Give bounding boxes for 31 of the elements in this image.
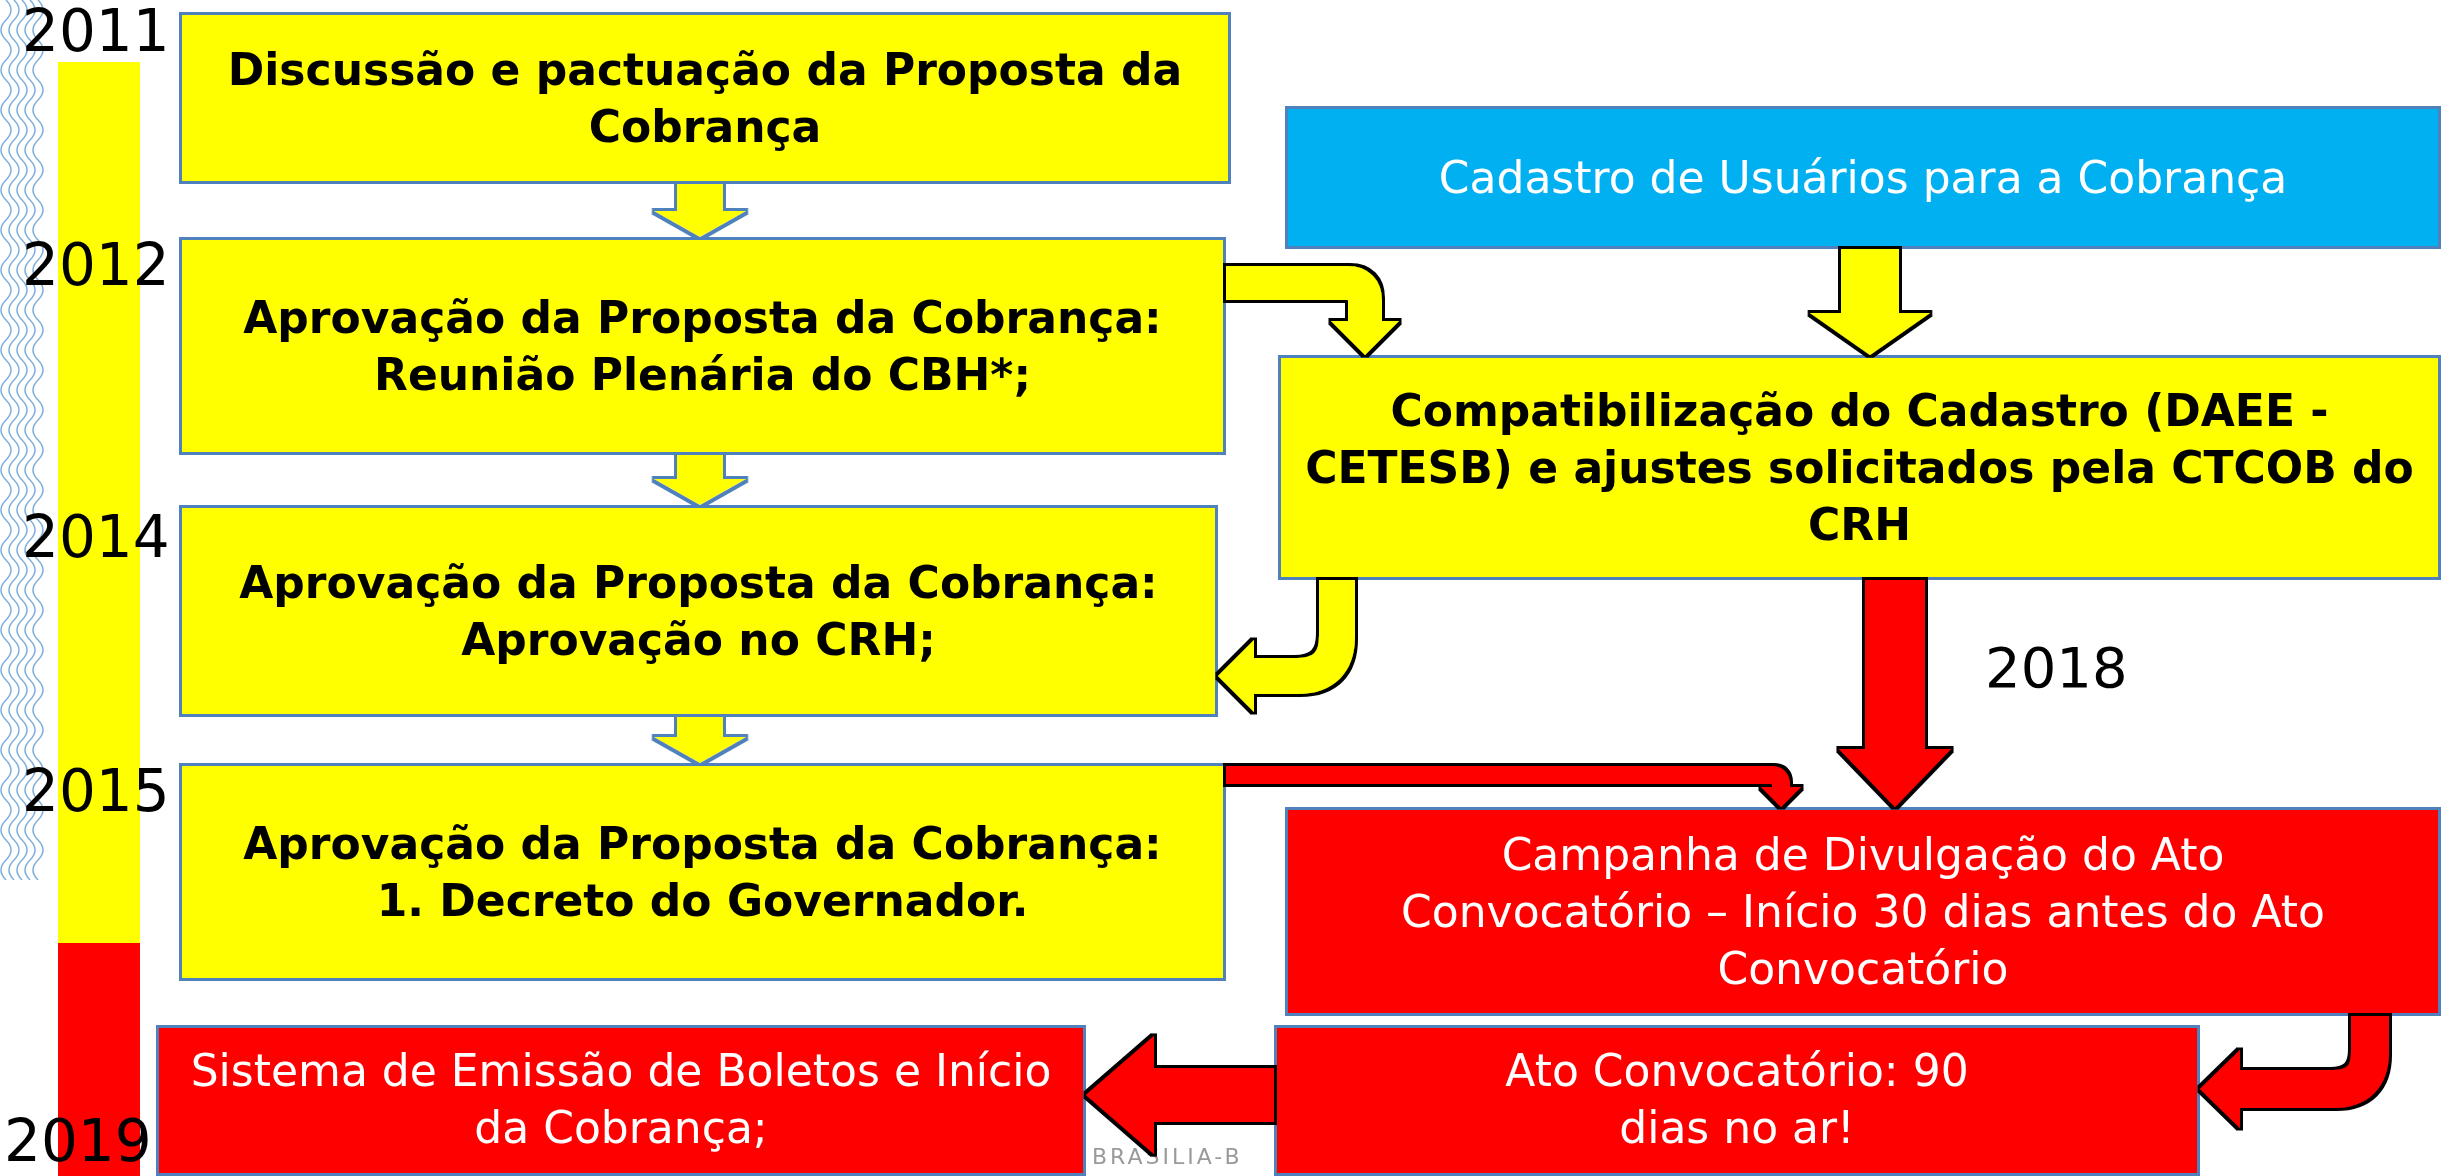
block-arrow [1226,766,1801,807]
block-arrow [654,455,746,505]
process-box [1278,355,2441,580]
block-arrow [1218,580,1355,712]
block-arrow [654,717,746,763]
process-box [179,237,1226,455]
block-arrow [2200,1016,2389,1128]
box-text: Discussão e pactuação da Proposta da Cobrança [226,42,1184,154]
process-box [179,763,1226,981]
year-label: 2011 [22,2,170,60]
box-text: Aprovação da Proposta da Cobrança: Reunião Plenária do CBH*; [242,290,1163,402]
block-arrow [1226,266,1399,355]
process-box [1285,106,2441,249]
process-box [179,12,1231,184]
process-box [156,1025,1086,1176]
box-text: Campanha de Divulgação do Ato Convocatório – Início 30 dias antes do Ato Convocatório [1400,827,2326,997]
box-text: Compatibilização do Cadastro (DAEE - CETESB) e ajustes solicitados pela CTCOB do CRH [1304,383,2415,553]
box-text: Aprovação da Proposta da Cobrança: 1. Decreto do Governador. [242,816,1163,928]
box-text: Sistema de Emissão de Boletos e Início da Cobrança; [189,1044,1053,1156]
block-arrow [654,184,746,237]
block-arrow [1839,580,1951,807]
process-box [179,505,1218,717]
process-box [1285,807,2441,1016]
box-text: Cadastro de Usuários para a Cobrança [1438,150,2288,205]
block-arrow [1810,249,1930,355]
year-label: 2018 [1985,640,2128,696]
footer-text: BRASILIA-B [1092,1146,1243,1168]
process-box [1274,1025,2200,1176]
box-text: Aprovação da Proposta da Cobrança: Aprovação no CRH; [238,555,1159,667]
box-text: Ato Convocatório: 90 dias no ar! [1504,1044,1970,1156]
block-arrow [1086,1036,1274,1154]
